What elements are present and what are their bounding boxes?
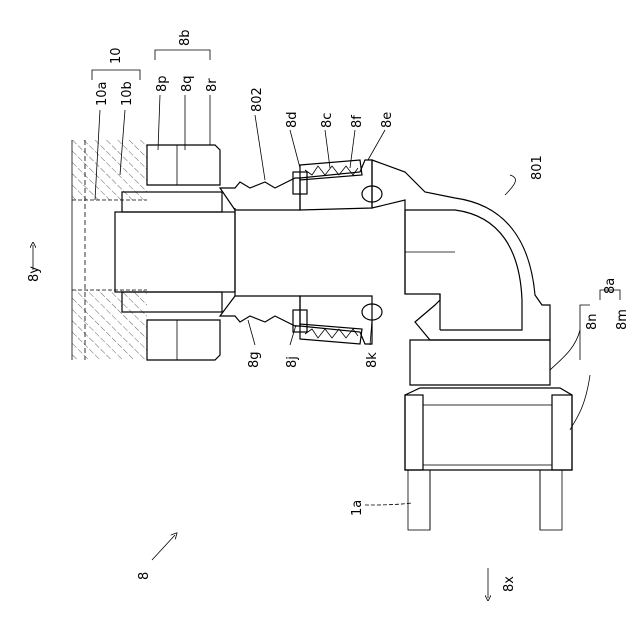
label-8: 8 [137,572,152,580]
body-802 [220,160,372,344]
label-8n: 8n [585,313,600,330]
label-8m: 8m [615,309,630,330]
label-801: 801 [530,155,545,180]
label-8j: 8j [285,356,300,368]
label-10a: 10a [95,81,110,106]
pipe-1a [408,470,562,530]
label-8c: 8c [320,113,335,128]
label-8g: 8g [247,351,262,368]
elbow-801 [372,160,550,340]
label-8a: 8a [603,278,618,294]
spring-8c [300,160,362,344]
label-802: 802 [250,87,265,112]
label-8y: 8y [27,266,42,282]
outer-pipe-10 [72,140,147,360]
inner-sleeve [115,208,235,296]
label-8r: 8r [205,78,220,92]
socket-8a [405,340,572,470]
label-8x: 8x [502,576,517,592]
label-1a: 1a [350,500,365,516]
label-8k: 8k [365,352,380,368]
label-8d: 8d [285,111,300,128]
label-8f: 8f [350,115,365,128]
label-10b: 10b [120,81,135,106]
label-8p: 8p [155,75,170,92]
label-10: 10 [109,47,124,64]
label-8e: 8e [380,112,395,128]
label-8b: 8b [178,29,193,46]
label-8q: 8q [180,75,195,92]
